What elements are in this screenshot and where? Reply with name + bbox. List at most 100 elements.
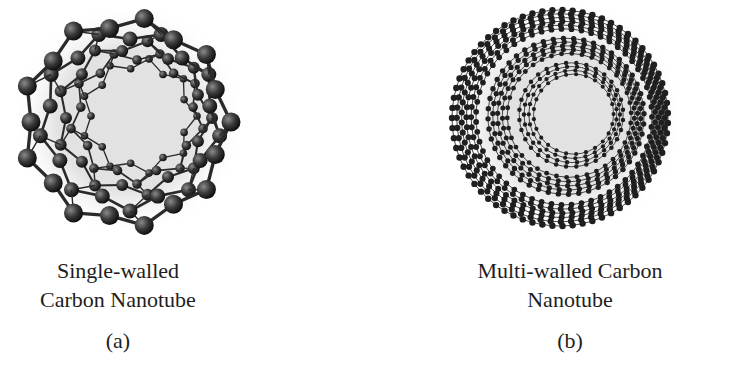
- carbon-atom: [500, 68, 505, 73]
- carbon-atom: [500, 150, 505, 155]
- carbon-atom: [546, 143, 550, 147]
- carbon-atom: [574, 174, 579, 179]
- carbon-atom: [486, 126, 491, 131]
- carbon-atom: [526, 132, 530, 136]
- carbon-atom: [601, 85, 605, 89]
- carbon-atom: [491, 121, 496, 126]
- carbon-atom: [534, 97, 538, 101]
- carbon-atom: [569, 202, 575, 208]
- carbon-atom: [644, 144, 650, 150]
- carbon-atom: [182, 141, 192, 151]
- carbon-atom: [485, 196, 491, 202]
- carbon-atom: [537, 182, 542, 187]
- carbon-atom: [532, 107, 536, 111]
- carbon-atom: [638, 91, 643, 96]
- carbon-atom: [180, 96, 188, 104]
- carbon-atom: [601, 144, 605, 148]
- carbon-atom: [537, 172, 542, 177]
- carbon-atom: [573, 156, 577, 160]
- carbon-atom: [206, 145, 225, 164]
- carbon-atom: [473, 84, 479, 90]
- multi-walled-tube: [446, 0, 686, 238]
- carbon-atom: [96, 69, 106, 79]
- carbon-atom: [469, 104, 475, 110]
- carbon-atom: [545, 180, 550, 185]
- carbon-atom: [654, 154, 660, 160]
- wall-ring: [471, 25, 655, 209]
- carbon-atom: [222, 113, 241, 132]
- carbon-atom: [536, 153, 541, 158]
- carbon-atom: [629, 110, 634, 115]
- carbon-atom: [519, 97, 524, 102]
- carbon-atom: [500, 106, 505, 111]
- caption-text: Single-walled Carbon Nanotube: [23, 256, 213, 314]
- carbon-atom: [505, 158, 510, 163]
- carbon-atom: [501, 207, 507, 213]
- carbon-atom: [485, 34, 491, 40]
- carbon-atom: [480, 80, 486, 86]
- carbon-atom: [655, 140, 661, 146]
- carbon-atom: [496, 173, 502, 179]
- carbon-atom: [520, 192, 526, 198]
- carbon-atom: [511, 86, 516, 91]
- carbon-atom: [487, 96, 492, 101]
- carbon-atom: [527, 112, 531, 116]
- carbon-atom: [607, 189, 613, 195]
- carbon-atom: [506, 86, 511, 91]
- carbon-atom: [488, 50, 494, 56]
- carbon-atom: [630, 72, 635, 77]
- carbon-atom: [43, 98, 58, 113]
- carbon-atom: [619, 158, 624, 163]
- carbon-atom: [492, 131, 497, 136]
- carbon-atom: [192, 135, 204, 147]
- carbon-atom: [549, 27, 555, 33]
- carbon-atom: [162, 171, 174, 183]
- carbon-atom: [485, 157, 491, 163]
- carbon-atom: [609, 146, 614, 151]
- carbon-atom: [640, 153, 646, 159]
- carbon-atom: [657, 130, 663, 136]
- carbon-atom: [494, 91, 499, 96]
- carbon-atom: [512, 166, 517, 171]
- carbon-atom: [555, 67, 559, 71]
- carbon-atom: [529, 80, 534, 85]
- carbon-atom: [618, 112, 622, 116]
- carbon-atom: [518, 165, 523, 170]
- carbon-atom: [564, 175, 569, 180]
- carbon-atom: [519, 128, 524, 133]
- carbon-atom: [454, 125, 460, 131]
- carbon-atom: [192, 89, 204, 101]
- carbon-atom: [601, 80, 605, 84]
- carbon-atom: [559, 51, 564, 56]
- tube-shadow: [10, 2, 246, 238]
- carbon-atom: [460, 130, 466, 136]
- carbon-atom: [641, 158, 647, 164]
- carbon-atom: [598, 194, 604, 200]
- carbon-atom: [634, 81, 639, 86]
- carbon-atom: [468, 144, 474, 150]
- carbon-atom: [460, 66, 466, 72]
- carbon-atom: [52, 153, 67, 168]
- carbon-atom: [610, 122, 614, 126]
- carbon-atom: [454, 115, 460, 121]
- carbon-atom: [76, 156, 88, 168]
- carbon-atom: [135, 216, 154, 235]
- carbon-atom: [83, 141, 93, 151]
- carbon-atom: [523, 102, 527, 106]
- carbon-atom: [602, 153, 607, 158]
- single-walled-tube: [10, 2, 246, 238]
- carbon-atom: [609, 141, 613, 145]
- carbon-atom: [466, 164, 472, 170]
- carbon-atom: [500, 116, 505, 121]
- carbon-atom: [193, 153, 208, 168]
- caption-text: Multi-walled Carbon Nanotube: [475, 256, 665, 314]
- carbon-atom: [614, 73, 619, 78]
- carbon-atom: [612, 165, 617, 170]
- carbon-atom: [627, 159, 632, 164]
- carbon-atom: [469, 124, 475, 130]
- carbon-atom: [639, 131, 644, 136]
- carbon-atom: [622, 51, 628, 57]
- carbon-atom: [620, 81, 625, 86]
- carbon-atom: [477, 89, 483, 95]
- carbon-atom: [116, 179, 128, 191]
